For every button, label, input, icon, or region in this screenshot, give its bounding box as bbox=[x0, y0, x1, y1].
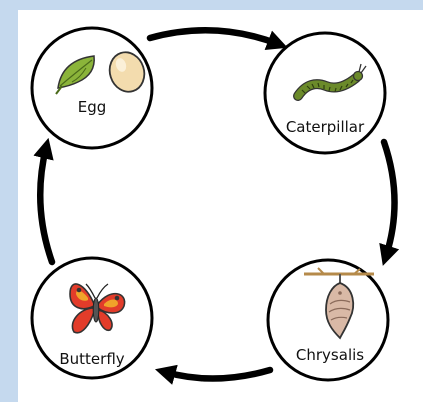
arrow-caterpillar-to-chrysalis bbox=[384, 142, 395, 256]
stage-label-egg: Egg bbox=[62, 98, 122, 116]
stage-label-caterpillar: Caterpillar bbox=[275, 118, 375, 136]
arrow-egg-to-caterpillar bbox=[150, 30, 278, 44]
arrow-butterfly-to-egg bbox=[40, 148, 52, 262]
stage-label-chrysalis: Chrysalis bbox=[285, 346, 375, 364]
stage-label-butterfly: Butterfly bbox=[52, 350, 132, 368]
arrow-chrysalis-to-butterfly bbox=[165, 370, 270, 379]
